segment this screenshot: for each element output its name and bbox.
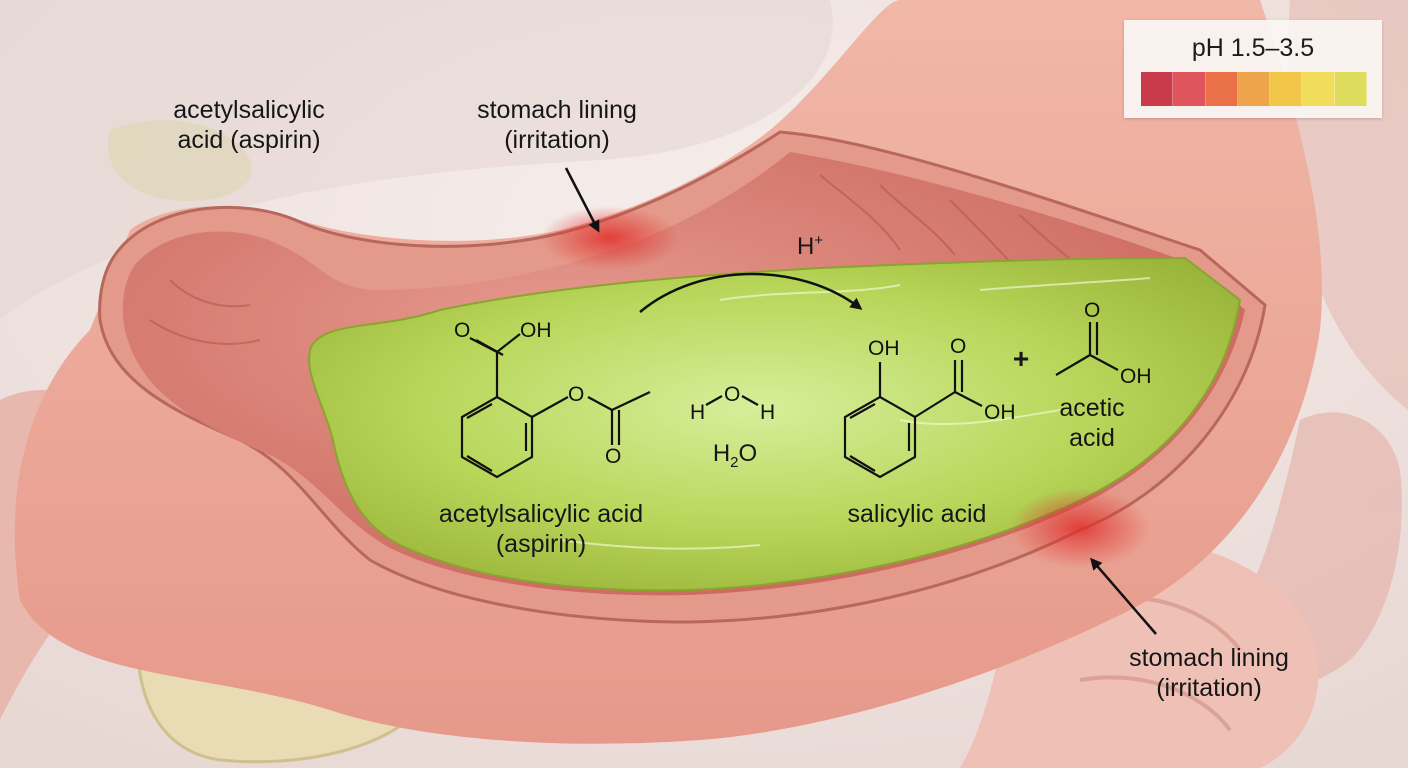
irritation-top bbox=[540, 206, 680, 270]
pointer-arrow-top bbox=[564, 167, 600, 233]
acetic-carbonyl-o: O bbox=[1084, 299, 1101, 322]
ph-swatch-4 bbox=[1237, 72, 1271, 106]
acetic-label: acetic acid bbox=[1040, 394, 1144, 453]
aspirin-molecule-label-line1: acetylsalicylic acid bbox=[438, 500, 644, 528]
ph-swatch-2 bbox=[1173, 72, 1206, 106]
salicylic-label: salicylic acid bbox=[812, 500, 1022, 530]
acetic-structure bbox=[1055, 322, 1119, 376]
acetic-label-line1: acetic bbox=[1059, 394, 1125, 422]
salicylic-label-text: salicylic acid bbox=[847, 500, 987, 528]
ph-swatch-7 bbox=[1334, 72, 1367, 106]
lining-label-top: stomach lining (irritation) bbox=[446, 96, 668, 155]
water-h-left: H bbox=[690, 401, 706, 424]
lining-label-bottom-line2: (irritation) bbox=[1156, 673, 1262, 702]
water-label-text: H2O bbox=[712, 440, 758, 471]
pointer-arrow-bottom bbox=[1090, 557, 1157, 635]
plus-sign: + bbox=[1006, 342, 1036, 375]
aspirin-hydroxyl-oh: OH bbox=[520, 319, 552, 342]
aspirin-label-top: acetylsalicylic acid (aspirin) bbox=[138, 96, 360, 155]
ph-legend: pH 1.5–3.5 bbox=[1124, 20, 1382, 118]
aspirin-acetyl-o: O bbox=[605, 445, 622, 468]
gastric-folds bbox=[149, 174, 1081, 345]
gastric-acid bbox=[308, 256, 1242, 592]
catalyst-charge: + bbox=[814, 232, 824, 249]
ph-swatch-1 bbox=[1141, 72, 1174, 106]
salicylic-phenol-oh: OH bbox=[868, 337, 900, 360]
lining-label-top-line1: stomach lining bbox=[477, 96, 637, 124]
water-subscript: 2 bbox=[730, 453, 739, 471]
water-o: O bbox=[724, 383, 741, 406]
catalyst-label-text: H+ bbox=[796, 232, 824, 260]
acetic-oh: OH bbox=[1120, 365, 1152, 388]
aspirin-carbonyl-o: O bbox=[454, 319, 471, 342]
ph-legend-title: pH 1.5–3.5 bbox=[1191, 34, 1315, 62]
salicylic-acid-oh: OH bbox=[984, 401, 1016, 424]
water-h-right: H bbox=[760, 401, 776, 424]
water-structure bbox=[705, 395, 759, 406]
ph-color-scale bbox=[1141, 72, 1367, 106]
acetic-label-line2: acid bbox=[1069, 423, 1115, 452]
fluid-highlights bbox=[559, 277, 1151, 550]
water-label: H2O bbox=[700, 440, 770, 471]
lining-label-bottom-line1: stomach lining bbox=[1129, 644, 1289, 672]
reaction-arrow bbox=[639, 272, 863, 313]
salicylic-structure bbox=[843, 360, 983, 479]
aspirin-label-top-line2: acid (aspirin) bbox=[177, 125, 321, 154]
ph-swatch-3 bbox=[1205, 72, 1238, 106]
aspirin-label-top-line1: acetylsalicylic bbox=[173, 96, 325, 124]
aspirin-structure bbox=[460, 333, 651, 479]
aspirin-molecule-label-line2: (aspirin) bbox=[495, 529, 587, 558]
lining-label-bottom: stomach lining (irritation) bbox=[1098, 644, 1320, 703]
aspirin-molecule-label: acetylsalicylic acid (aspirin) bbox=[400, 500, 682, 559]
lining-label-top-line2: (irritation) bbox=[504, 125, 610, 154]
plus-sign-text: + bbox=[1012, 343, 1030, 374]
ph-swatch-6 bbox=[1302, 72, 1335, 106]
catalyst-label: H+ bbox=[780, 232, 840, 261]
salicylic-carbonyl-o: O bbox=[950, 335, 967, 358]
irritation-bottom bbox=[1010, 488, 1150, 568]
aspirin-ester-o: O bbox=[568, 383, 585, 406]
ph-swatch-5 bbox=[1270, 72, 1303, 106]
